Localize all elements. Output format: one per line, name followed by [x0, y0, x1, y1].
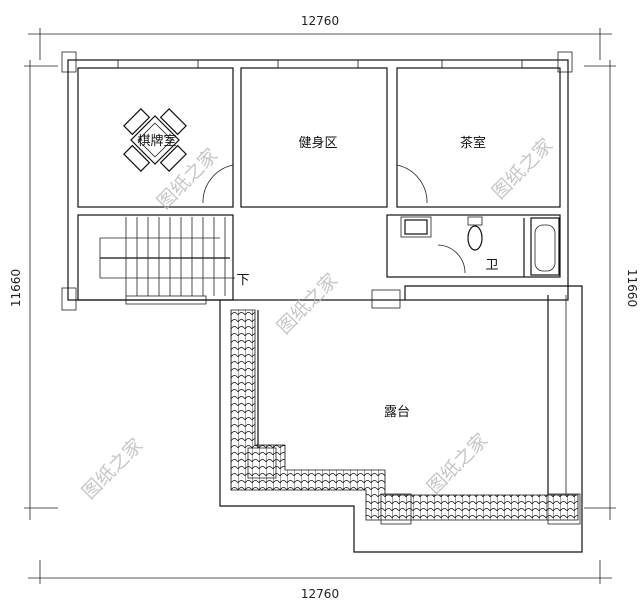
chess-table-icon: [123, 108, 187, 172]
dimension-left-label: 11660: [9, 269, 23, 307]
exterior-walls: [61, 51, 573, 311]
room-label-gym: 健身区: [298, 135, 337, 151]
watermark: 图纸之家: [273, 269, 342, 338]
watermark: 图纸之家: [153, 144, 222, 213]
dimension-bottom: 12760: [28, 560, 612, 601]
room-label-chess: 棋牌室: [137, 133, 176, 149]
staircase: [99, 217, 235, 296]
watermark: 图纸之家: [488, 134, 557, 203]
bathroom-fixtures: [400, 216, 560, 277]
terrace: [219, 285, 583, 553]
dimension-top-label: 12760: [301, 14, 339, 28]
stair-down-label: 下: [236, 273, 249, 288]
dimension-bottom-label: 12760: [301, 587, 339, 601]
dimension-right: 11660: [584, 60, 639, 520]
doors: [202, 164, 466, 274]
dimension-right-label: 11660: [625, 269, 639, 307]
room-label-tea: 茶室: [460, 135, 486, 151]
watermark: 图纸之家: [78, 434, 147, 503]
watermark: 图纸之家: [423, 429, 492, 498]
room-label-bathroom: 卫: [485, 258, 498, 273]
dimension-left: 11660: [9, 60, 58, 520]
room-label-terrace: 露台: [384, 405, 410, 420]
dimension-top: 12760: [28, 14, 612, 60]
